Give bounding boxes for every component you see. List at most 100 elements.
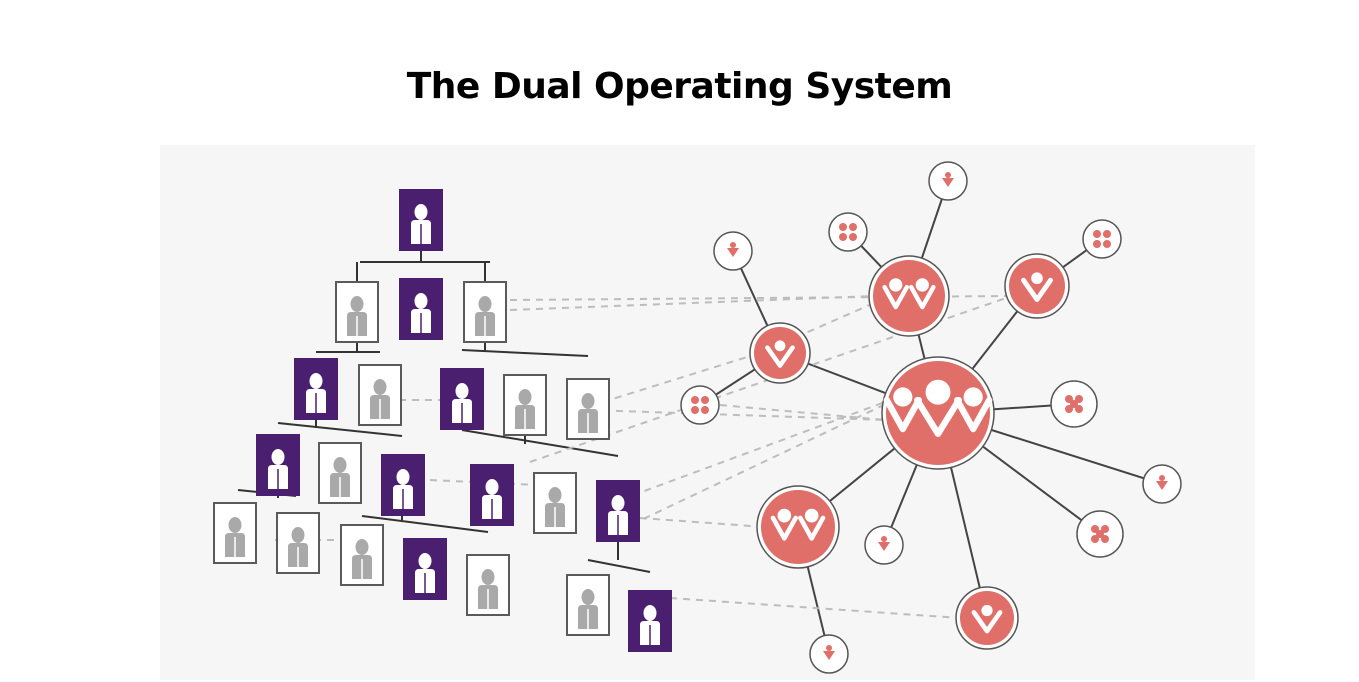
team-member-body <box>770 515 798 541</box>
person-head-shape <box>581 589 595 605</box>
person-head-shape <box>611 495 625 511</box>
network-leaf-node <box>1076 510 1124 558</box>
employee-person-box <box>566 378 610 440</box>
leaf-member-dot <box>1096 530 1104 538</box>
employee-person-box <box>213 502 257 564</box>
leaf-member-dot <box>701 396 709 404</box>
manager-person-box <box>381 454 425 516</box>
leaf-member-dot <box>691 406 699 414</box>
person-head-shape <box>396 469 410 485</box>
leaf-ring <box>828 212 868 252</box>
person-head-shape <box>350 296 364 312</box>
leaf-member-dot <box>1065 405 1073 413</box>
org-connector-line <box>277 422 403 437</box>
leaf-member-dot <box>1093 230 1101 238</box>
team-member-head <box>1031 272 1043 285</box>
team-member-head <box>925 379 951 405</box>
network-hub-lefthub <box>749 322 811 384</box>
leaf-member-dot <box>701 406 709 414</box>
person-head-shape <box>518 389 532 405</box>
employee-person-box <box>276 512 320 574</box>
dashed-link-line <box>669 597 961 619</box>
team-member-head <box>893 387 913 407</box>
person-head-shape <box>485 479 499 495</box>
person-head-shape <box>643 605 657 621</box>
team-member-head <box>889 278 903 292</box>
team-member-head <box>963 387 983 407</box>
network-leaf-node <box>809 634 849 674</box>
employee-person-box <box>340 524 384 586</box>
person-head-shape <box>455 383 469 399</box>
manager-person-box <box>399 189 443 251</box>
network-leaf-node <box>1142 464 1182 504</box>
team-member-body <box>954 397 993 433</box>
leaf-person-head <box>730 242 736 248</box>
employee-person-box <box>318 442 362 504</box>
network-hub-tophub <box>868 255 950 337</box>
manager-person-box <box>256 434 300 496</box>
hub-fill <box>754 327 806 379</box>
manager-person-box <box>628 590 672 652</box>
person-head-shape <box>478 296 492 312</box>
leaf-member-dot <box>1091 525 1099 533</box>
dashed-link-line <box>619 401 891 531</box>
person-head-shape <box>414 204 428 220</box>
leaf-member-dot <box>1101 535 1109 543</box>
network-hub-lowhub <box>955 586 1019 650</box>
person-head-shape <box>418 553 432 569</box>
manager-person-box <box>403 538 447 600</box>
leaf-ring <box>680 385 720 425</box>
employee-person-box <box>503 374 547 436</box>
network-leaf-node <box>680 385 720 425</box>
leaf-member-dot <box>1075 405 1083 413</box>
person-head-shape <box>481 569 495 585</box>
network-hub-bottomhub <box>756 485 840 569</box>
leaf-person-head <box>826 645 832 651</box>
leaf-member-dot <box>691 396 699 404</box>
hub-fill <box>1009 258 1065 314</box>
employee-person-box <box>463 281 507 343</box>
leaf-ring <box>1082 219 1122 259</box>
team-member-body <box>882 284 910 310</box>
leaf-person-shape <box>1156 481 1168 490</box>
network-structure <box>680 161 1182 674</box>
dashed-link-line <box>589 352 761 407</box>
manager-person-box <box>470 464 514 526</box>
employee-person-box <box>335 281 379 343</box>
team-member-head <box>915 278 929 292</box>
person-head-shape <box>581 393 595 409</box>
dashed-link-line <box>639 517 766 528</box>
employee-person-box <box>466 554 510 616</box>
leaf-member-dot <box>1075 395 1083 403</box>
team-member-head <box>804 508 819 523</box>
team-member-body <box>765 345 795 368</box>
network-leaf-node <box>928 161 968 201</box>
leaf-person-shape <box>727 248 739 257</box>
employee-person-box <box>566 574 610 636</box>
leaf-member-dot <box>849 223 857 231</box>
manager-person-box <box>440 368 484 430</box>
leaf-member-dot <box>1103 240 1111 248</box>
leaf-member-dot <box>1103 230 1111 238</box>
person-head-shape <box>414 293 428 309</box>
leaf-person-head <box>881 536 887 542</box>
person-head-shape <box>228 517 242 533</box>
leaf-member-dot <box>839 233 847 241</box>
leaf-person-shape <box>942 178 954 187</box>
team-member-body <box>914 397 962 437</box>
leaf-member-dot <box>839 223 847 231</box>
team-member-head <box>774 340 786 352</box>
team-member-body <box>883 397 922 433</box>
leaf-person-head <box>1159 475 1165 481</box>
network-leaf-node <box>1082 219 1122 259</box>
team-member-head <box>981 604 993 617</box>
network-leaf-node <box>828 212 868 252</box>
dashed-link-line <box>719 404 886 421</box>
org-connector-line <box>587 559 651 573</box>
network-leaf-node <box>1050 380 1098 428</box>
leaf-member-dot <box>1101 525 1109 533</box>
person-head-shape <box>271 449 285 465</box>
person-head-shape <box>333 457 347 473</box>
network-leaf-node <box>713 231 753 271</box>
